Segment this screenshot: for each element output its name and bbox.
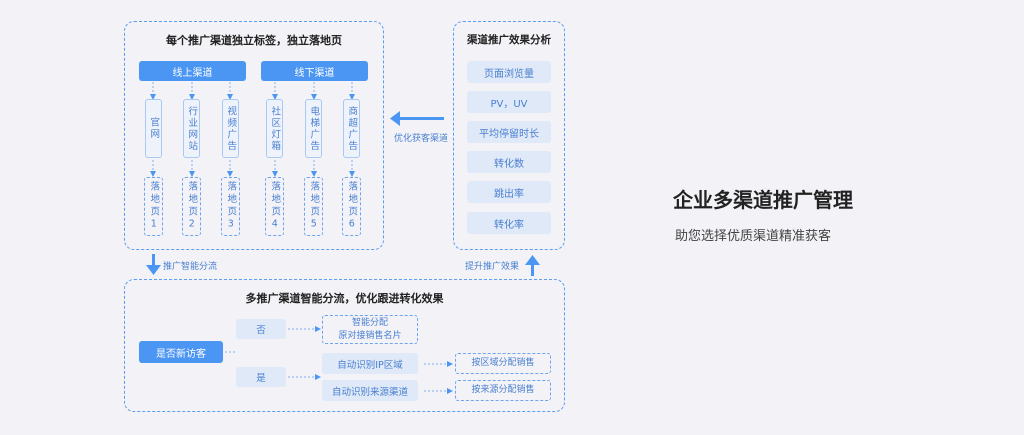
improve-effect-label: 提升推广效果 [465, 262, 520, 272]
by-source-box: 按来源分配销售 [455, 380, 551, 401]
smart-split-label: 推广智能分流 [163, 262, 218, 272]
metric-conversion-rate: 转化率 [467, 212, 551, 234]
channel-box-2: 行业网站 [183, 99, 200, 158]
landing-page-2: 落地页2 [182, 177, 201, 236]
channel-box-3: 视频广告 [222, 99, 239, 158]
offline-channel-header: 线下渠道 [261, 61, 368, 81]
analysis-panel-title: 渠道推广效果分析 [467, 34, 551, 46]
channel-box-4: 社区灯箱 [266, 99, 283, 158]
auto-source-box: 自动识别来源渠道 [322, 380, 418, 401]
metric-page-views: 页面浏览量 [467, 61, 551, 83]
metric-pv-uv: PV，UV [467, 91, 551, 113]
metric-bounce-rate: 跳出率 [467, 181, 551, 203]
channel-box-5: 电梯广告 [305, 99, 322, 158]
auto-ip-box: 自动识别IP区域 [322, 353, 418, 374]
landing-page-6: 落地页6 [342, 177, 361, 236]
smart-assign-box: 智能分配 原对接销售名片 [322, 315, 418, 344]
smart-split-panel-title: 多推广渠道智能分流，优化跟进转化效果 [245, 292, 444, 305]
no-branch: 否 [236, 319, 286, 339]
side-heading: 企业多渠道推广管理 [673, 188, 853, 212]
smart-split-panel [124, 279, 565, 412]
by-region-box: 按区域分配销售 [455, 353, 551, 374]
yes-branch: 是 [236, 367, 286, 387]
landing-page-4: 落地页4 [265, 177, 284, 236]
smart-assign-line1: 智能分配 [351, 317, 388, 328]
channel-box-6: 商超广告 [343, 99, 360, 158]
analysis-panel [453, 21, 565, 250]
smart-assign-line2: 原对接销售名片 [338, 330, 402, 341]
online-channel-header: 线上渠道 [139, 61, 246, 81]
metric-conversions: 转化数 [467, 151, 551, 173]
landing-page-5: 落地页5 [304, 177, 323, 236]
channels-panel-title: 每个推广渠道独立标签，独立落地页 [166, 34, 342, 47]
landing-page-3: 落地页3 [221, 177, 240, 236]
side-subheading: 助您选择优质渠道精准获客 [675, 229, 832, 244]
new-visitor-node: 是否新访客 [139, 341, 223, 363]
landing-page-1: 落地页1 [144, 177, 163, 236]
metric-avg-duration: 平均停留时长 [467, 121, 551, 143]
channels-panel [124, 21, 384, 250]
optimize-channel-label: 优化获客渠道 [393, 134, 448, 144]
channel-box-1: 官网 [145, 99, 162, 158]
